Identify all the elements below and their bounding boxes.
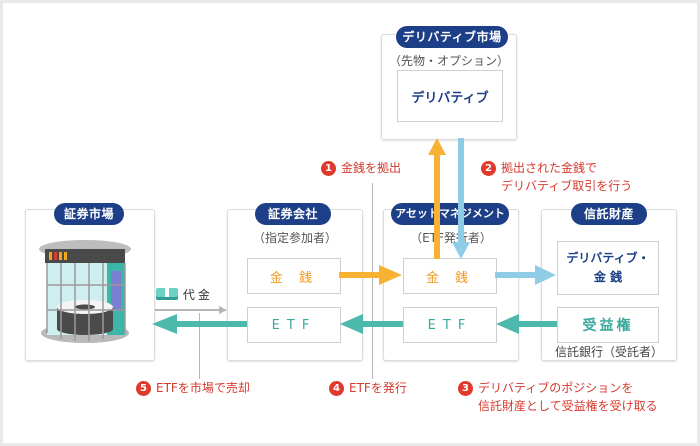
derivative-market-subtitle: （先物・オプション）	[388, 54, 509, 68]
trust-property-title: 信託財産	[571, 203, 647, 225]
step-2-badge: 2	[481, 161, 496, 176]
step-1-badge: 1	[321, 161, 336, 176]
step-4-callout: 4 ETFを発行	[329, 379, 407, 397]
etf-label: ETF	[427, 317, 473, 333]
cash-bundle-icon	[156, 288, 178, 300]
asset-management-etf-box: ETF	[403, 307, 497, 343]
beneficial-interest-label: 受益権	[582, 318, 634, 334]
step-5-callout: 5 ETFを市場で売却	[136, 379, 250, 397]
derivative-box-label: デリバティブ	[411, 90, 489, 106]
payment-arrow	[155, 306, 227, 314]
payment-label-group: 代金	[155, 286, 213, 303]
step-1-callout: 1 金銭を拠出	[321, 159, 401, 177]
step-3-callout: 3 デリバティブのポジションを 信託財産として受益権を受け取る	[458, 379, 658, 415]
diagram-canvas: デリバティブ市場 （先物・オプション） デリバティブ 証券市場	[3, 3, 697, 443]
step-2-callout: 2 拠出された金銭で デリバティブ取引を行う	[481, 159, 632, 195]
money-to-derivative-arrow	[428, 138, 446, 259]
trust-asset-label-line2: 金 銭	[593, 270, 623, 284]
payment-label: 代金	[182, 288, 213, 302]
exchange-building-icon	[39, 240, 131, 343]
asset-management-money-box: 金 銭	[403, 258, 497, 294]
etf-issue-arrow	[340, 314, 403, 334]
step-3-text-line1: デリバティブのポジションを	[478, 381, 634, 395]
money-label: 金 銭	[269, 270, 319, 286]
securities-company-title: 証券会社	[255, 203, 331, 225]
asset-management-title: アセットマネジメント	[391, 203, 509, 225]
trust-bank-label: 信託銀行（受託者）	[554, 345, 663, 359]
asset-management-subtitle: （ETF発行者）	[410, 231, 492, 245]
step-4-text: ETFを発行	[349, 381, 407, 395]
securities-market-title: 証券市場	[54, 203, 124, 225]
etf-label: ETF	[271, 317, 317, 333]
beneficial-to-etf-arrow	[496, 314, 557, 334]
money-to-trust-arrow	[495, 265, 556, 285]
securities-company-etf-box: ETF	[247, 307, 341, 343]
flow-arrows	[152, 138, 557, 334]
derivative-to-asset-arrow	[452, 138, 470, 259]
step-4-badge: 4	[329, 381, 344, 396]
step-1-text: 金銭を拠出	[341, 161, 402, 175]
step-2-text-line1: 拠出された金銭で	[501, 161, 598, 175]
callout-5-pointer	[199, 313, 200, 379]
step-5-badge: 5	[136, 381, 151, 396]
callout-1-pointer	[372, 183, 373, 379]
money-to-asset-management-arrow	[339, 265, 402, 285]
beneficial-interest-box: 受益権	[557, 307, 659, 343]
derivative-market-title: デリバティブ市場	[396, 26, 508, 48]
securities-company-subtitle: （指定参加者）	[252, 231, 337, 245]
securities-company-money-box: 金 銭	[247, 258, 341, 294]
trust-property-asset-box: デリバティブ・ 金 銭	[557, 241, 659, 295]
step-3-text-line2: 信託財産として受益権を受け取る	[478, 399, 658, 413]
etf-sell-arrow	[152, 314, 247, 334]
money-label: 金 銭	[425, 270, 475, 286]
step-2-text-line2: デリバティブ取引を行う	[501, 179, 633, 193]
step-3-badge: 3	[458, 381, 473, 396]
derivative-box: デリバティブ	[397, 70, 503, 122]
trust-asset-label-line1: デリバティブ・	[566, 251, 650, 265]
step-5-text: ETFを市場で売却	[156, 381, 250, 395]
